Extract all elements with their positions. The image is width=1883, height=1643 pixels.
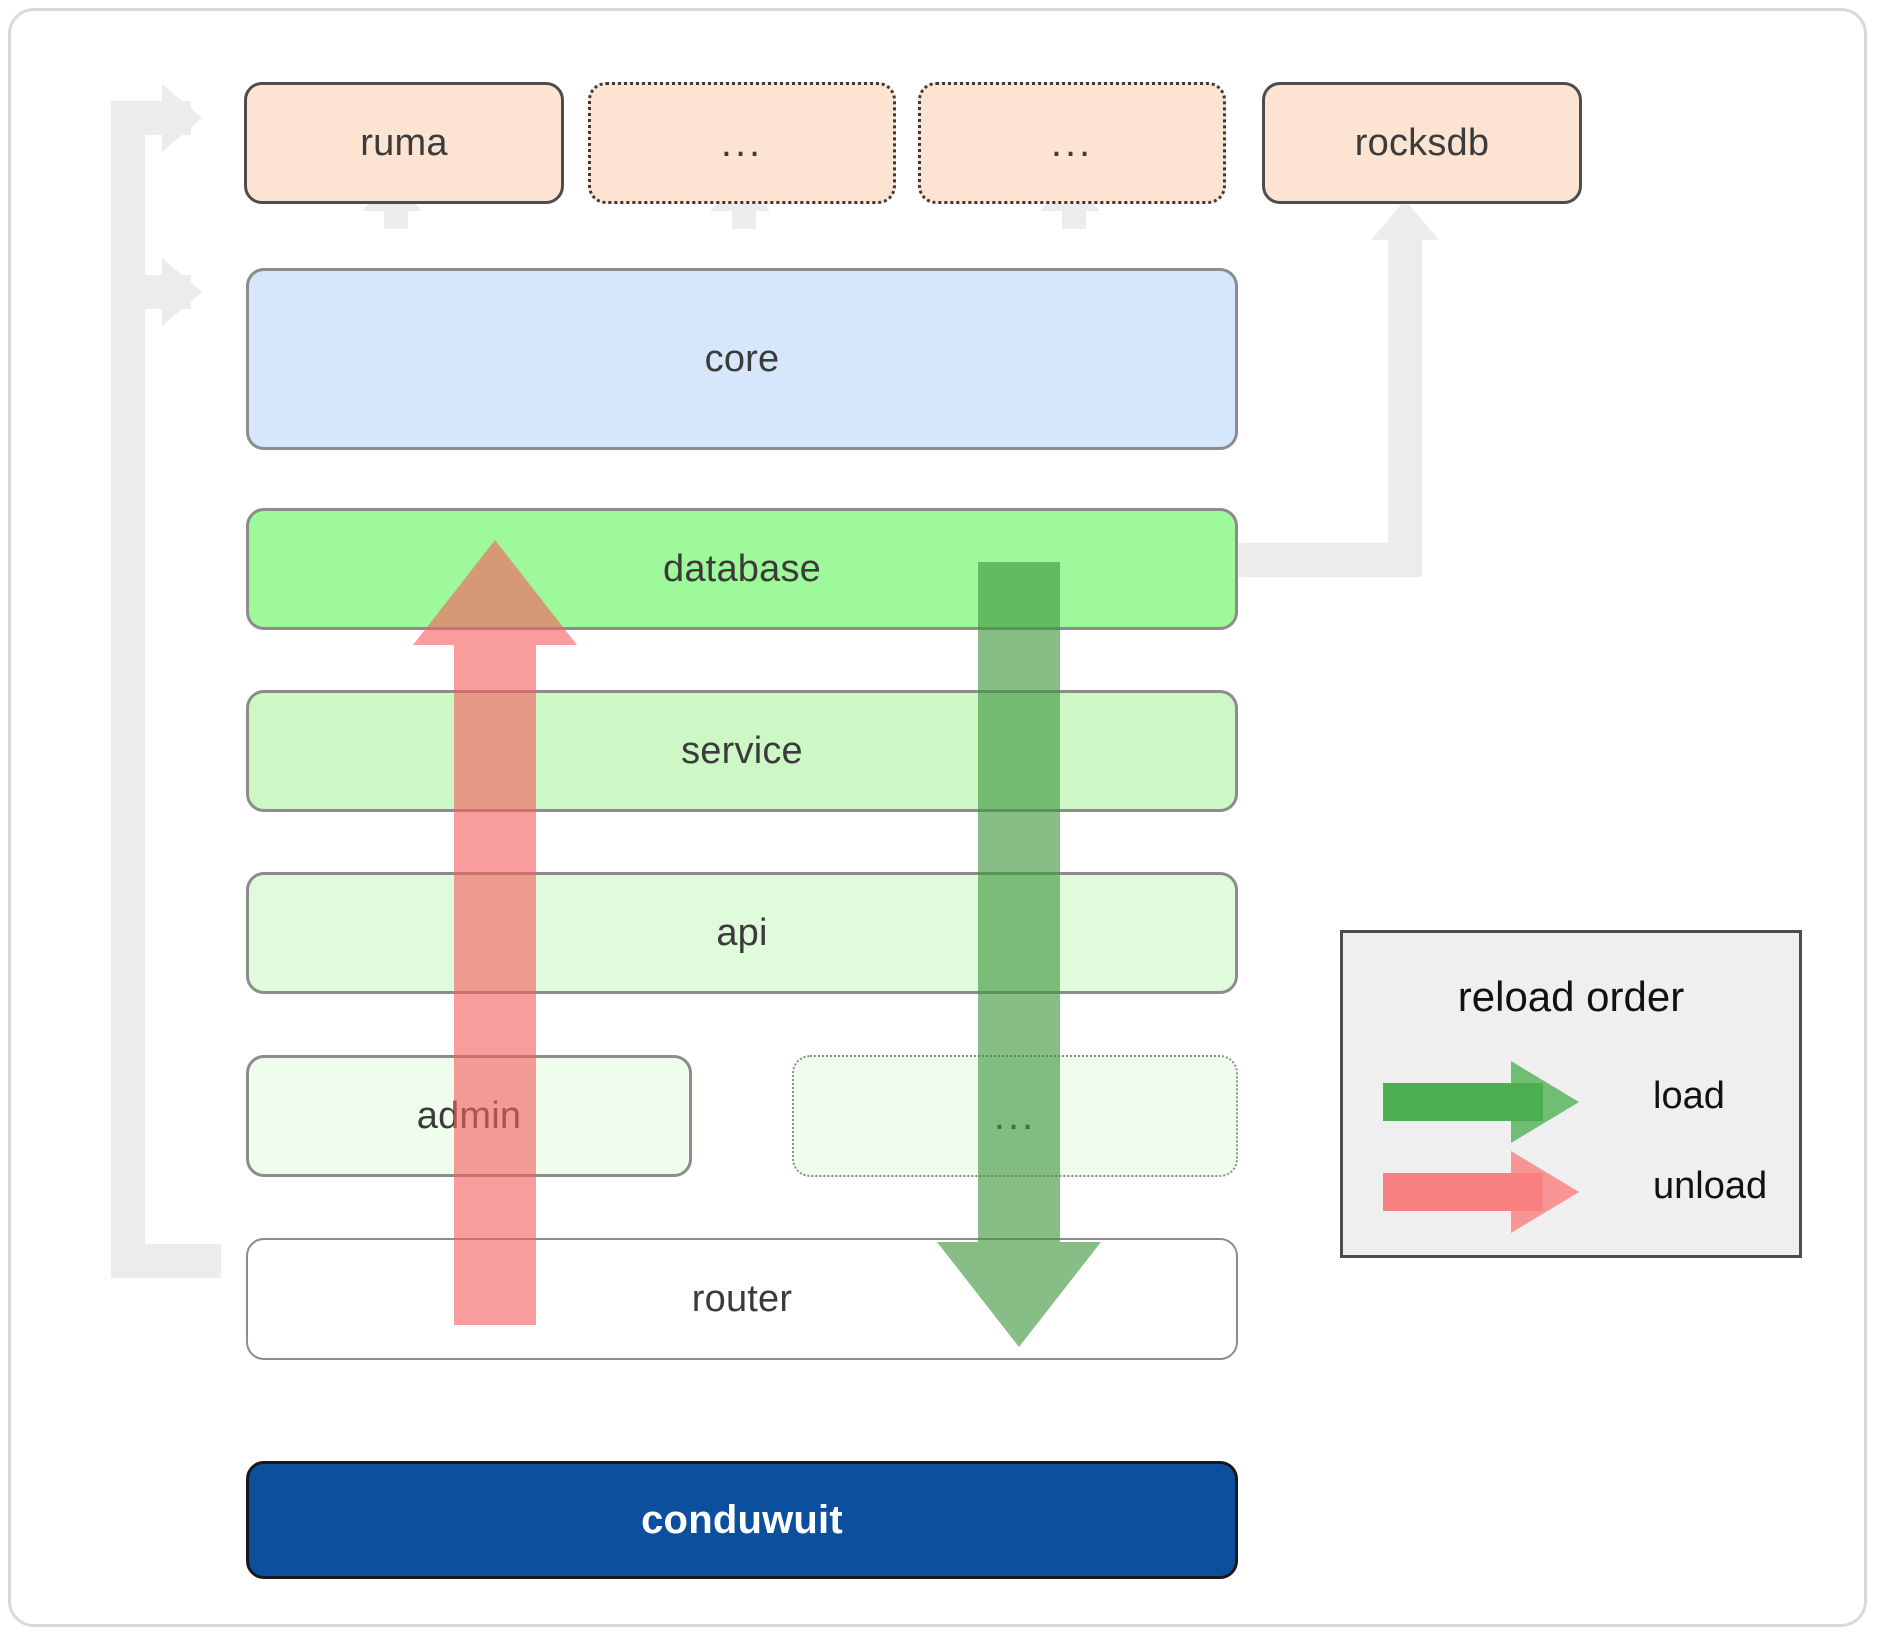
connector-left-trunk xyxy=(111,118,145,1278)
connector-arrowhead-ruma xyxy=(162,84,202,152)
unload-arrow-shaft xyxy=(454,645,536,1325)
connector-left-to-conduwuit xyxy=(111,1244,221,1278)
connector-arrowhead-core xyxy=(162,258,202,326)
layer-api[interactable]: api xyxy=(246,872,1238,994)
dependency-rocksdb[interactable]: rocksdb xyxy=(1262,82,1582,204)
layer-router-label: router xyxy=(691,1277,793,1320)
layer-core[interactable]: core xyxy=(246,268,1238,450)
legend-row-load: load xyxy=(1343,1061,1799,1143)
layer-api-label: api xyxy=(716,911,768,954)
dependency-placeholder-2-label: ... xyxy=(1050,121,1094,165)
legend-load-label: load xyxy=(1653,1075,1725,1117)
layer-database-label: database xyxy=(663,547,821,590)
load-arrow-shaft xyxy=(978,562,1060,1242)
application-conduwuit-label: conduwuit xyxy=(641,1497,843,1542)
unload-arrow-head xyxy=(413,540,577,645)
dependency-placeholder-1[interactable]: ... xyxy=(588,82,896,204)
dependency-rocksdb-label: rocksdb xyxy=(1354,121,1490,164)
layer-service-label: service xyxy=(681,729,803,772)
application-conduwuit[interactable]: conduwuit xyxy=(246,1461,1238,1579)
legend-load-arrowhead xyxy=(1511,1061,1579,1143)
dependency-placeholder-2[interactable]: ... xyxy=(918,82,1226,204)
layer-database[interactable]: database xyxy=(246,508,1238,630)
layer-service[interactable]: service xyxy=(246,690,1238,812)
connector-right-vertical xyxy=(1388,240,1422,577)
legend-unload-arrowhead xyxy=(1511,1151,1579,1233)
connector-arrowhead-rocksdb xyxy=(1371,200,1439,240)
dependency-placeholder-1-label: ... xyxy=(720,121,764,165)
dependency-ruma-label: ruma xyxy=(360,121,448,164)
layer-core-label: core xyxy=(704,337,780,380)
dependency-ruma[interactable]: ruma xyxy=(244,82,564,204)
legend-title: reload order xyxy=(1457,973,1685,1020)
load-arrow-head xyxy=(937,1242,1101,1347)
legend-row-unload: unload xyxy=(1343,1151,1799,1233)
legend-unload-label: unload xyxy=(1653,1165,1768,1207)
diagram-frame xyxy=(8,8,1867,1627)
legend-panel: reload order load unload xyxy=(1340,930,1802,1258)
